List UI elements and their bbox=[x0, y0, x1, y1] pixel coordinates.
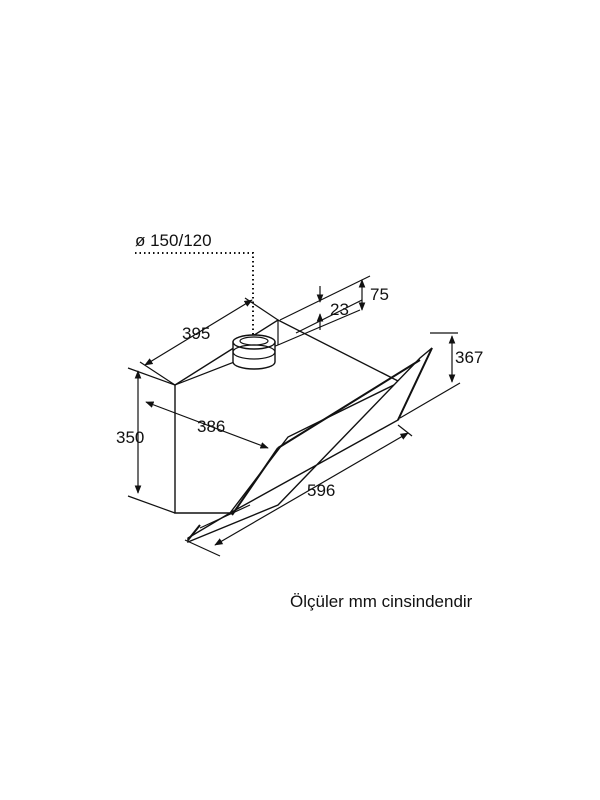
dim-386-label: 386 bbox=[197, 417, 225, 436]
dimension-596: 596 bbox=[184, 424, 413, 557]
dimension-395: 395 bbox=[139, 297, 279, 386]
dim-367-label: 367 bbox=[455, 348, 483, 367]
dimension-367: 367 bbox=[399, 332, 483, 419]
diameter-leader bbox=[135, 252, 254, 336]
dim-75-label: 75 bbox=[370, 285, 389, 304]
units-caption: Ölçüler mm cinsindendir bbox=[290, 592, 473, 611]
duct-diameter-label: ø 150/120 bbox=[135, 231, 212, 250]
dim-23-label: 23 bbox=[330, 300, 349, 319]
dimension-350: 350 bbox=[116, 367, 176, 514]
dim-395-label: 395 bbox=[182, 324, 210, 343]
dim-350-label: 350 bbox=[116, 428, 144, 447]
dimension-75-23: 75 23 bbox=[277, 275, 389, 346]
duct-collar bbox=[232, 334, 276, 370]
dim-596-label: 596 bbox=[307, 481, 335, 500]
